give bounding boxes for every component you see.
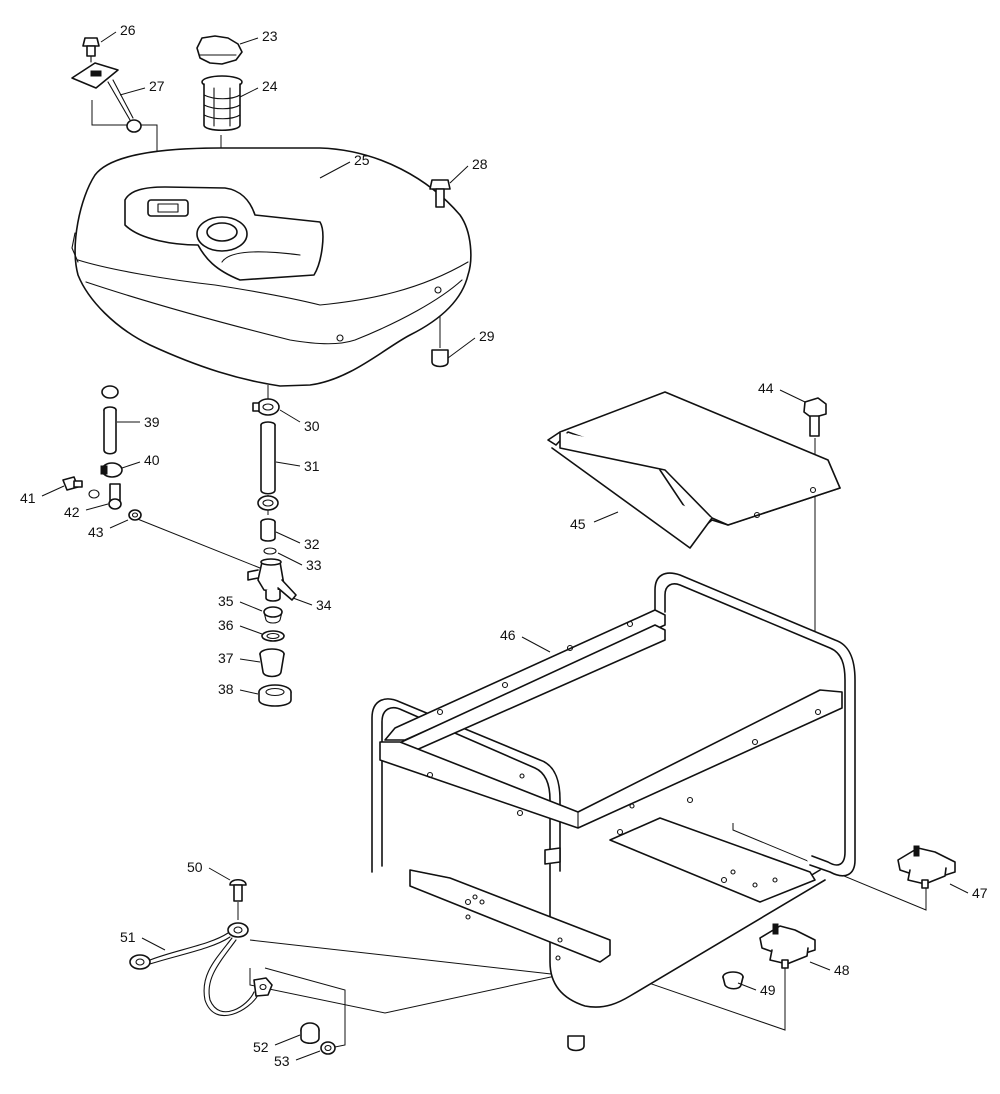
ring-nut-38	[258, 684, 292, 707]
callout-26: 26	[120, 22, 136, 38]
nut-53	[320, 1041, 336, 1055]
callout-labels: 26 23 27 24 25 28 29 30 39 31 40 41 42 4…	[20, 22, 988, 1069]
callout-37: 37	[218, 650, 234, 666]
callout-49: 49	[760, 982, 776, 998]
callout-38: 38	[218, 681, 234, 697]
callout-41: 41	[20, 490, 36, 506]
ground-wire-51	[129, 922, 273, 1017]
callout-46: 46	[500, 627, 516, 643]
callout-29: 29	[479, 328, 495, 344]
screw-50	[229, 878, 247, 902]
fuel-gauge-27	[71, 62, 142, 133]
callout-23: 23	[262, 28, 278, 44]
grommet-29	[431, 349, 449, 368]
callout-53: 53	[274, 1053, 290, 1069]
callout-36: 36	[218, 617, 234, 633]
callout-45: 45	[570, 516, 586, 532]
callout-48: 48	[834, 962, 850, 978]
spacer-52	[300, 1022, 320, 1045]
fuel-tank	[71, 147, 472, 387]
filter-35	[263, 606, 283, 624]
elbow-42	[88, 483, 122, 510]
fuel-hose-31	[260, 421, 276, 495]
cover-plate-45	[547, 391, 841, 549]
callout-leaders	[41, 31, 969, 1061]
joint-32	[260, 518, 276, 542]
callout-34: 34	[316, 597, 332, 613]
callout-40: 40	[144, 452, 160, 468]
callout-33: 33	[306, 557, 322, 573]
callout-50: 50	[187, 859, 203, 875]
hose-39	[101, 385, 119, 455]
callout-42: 42	[64, 504, 80, 520]
grommet-49	[722, 971, 744, 990]
hose-clamp	[257, 495, 279, 511]
fuel-cock-34	[247, 558, 297, 602]
o-ring-33	[263, 547, 277, 555]
frame-46	[371, 572, 856, 1008]
callout-25: 25	[354, 152, 370, 168]
callout-51: 51	[120, 929, 136, 945]
fuel-cap-23	[196, 35, 243, 65]
bolt-28	[429, 179, 451, 208]
callout-32: 32	[304, 536, 320, 552]
callout-39: 39	[144, 414, 160, 430]
mount-47	[897, 845, 956, 889]
callout-28: 28	[472, 156, 488, 172]
clamp-30	[252, 398, 280, 416]
callout-31: 31	[304, 458, 320, 474]
callout-43: 43	[88, 524, 104, 540]
cup-37	[259, 648, 285, 678]
mount-48	[759, 923, 816, 969]
callout-35: 35	[218, 593, 234, 609]
callout-27: 27	[149, 78, 165, 94]
washer-43	[128, 509, 142, 521]
callout-47: 47	[972, 885, 988, 901]
gasket-36	[261, 630, 285, 642]
callout-52: 52	[253, 1039, 269, 1055]
bolt-44	[803, 397, 827, 437]
callout-30: 30	[304, 418, 320, 434]
bolt-26	[82, 37, 100, 63]
fuel-strainer-24	[201, 75, 243, 132]
screw-41	[62, 476, 83, 491]
clamp-40	[100, 462, 123, 478]
callout-24: 24	[262, 78, 278, 94]
callout-44: 44	[758, 380, 774, 396]
foot-grommet	[567, 1035, 585, 1052]
